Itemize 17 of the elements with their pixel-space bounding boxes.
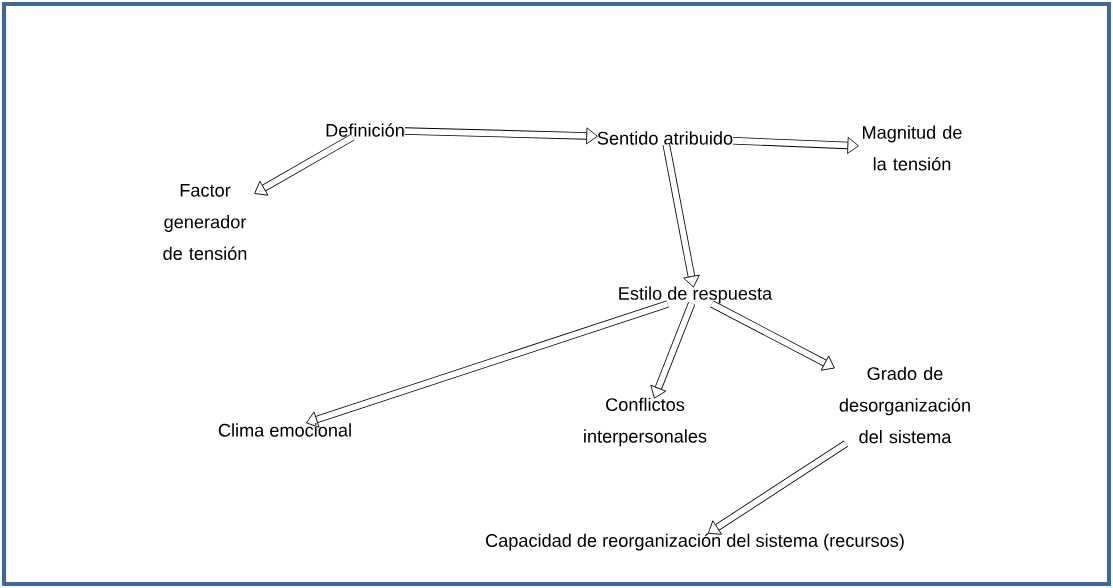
text-label: Clima emocional — [218, 423, 351, 437]
text-label: Capacidad de reorganización del sistema (recursos) — [486, 533, 904, 551]
block-arrow — [650, 302, 696, 399]
text-label: Estilo de respuesta — [619, 286, 773, 304]
text-label: Conflictos interpersonales — [584, 397, 707, 447]
text-label: Magnitud de la tensión — [863, 125, 962, 171]
text-label: Sentido atribuido — [597, 131, 733, 145]
block-arrow — [254, 133, 355, 196]
text-label: Definición — [326, 123, 404, 137]
block-arrow — [404, 127, 598, 145]
block-arrow — [710, 300, 835, 371]
block-arrow — [707, 440, 848, 535]
block-arrow — [662, 143, 700, 288]
block-arrow — [306, 300, 669, 428]
text-label: Grado de desorganización del sistema — [839, 366, 970, 444]
text-label: Factor generador de tensión — [163, 184, 247, 260]
block-arrow — [732, 136, 859, 154]
